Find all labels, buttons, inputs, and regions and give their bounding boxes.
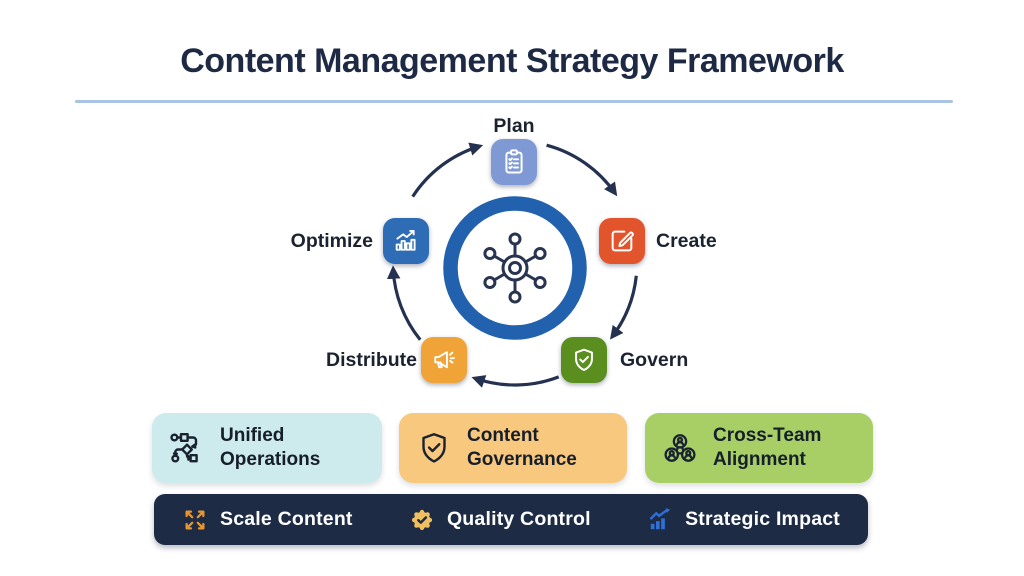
hub-network-icon — [483, 232, 547, 304]
cycle-arrows — [386, 142, 638, 388]
edit-pencil-icon — [611, 230, 634, 252]
footer-label: Strategic Impact — [685, 508, 840, 530]
arrow-distribute-to-optimize — [386, 265, 422, 341]
cycle-label-optimize: Optimize — [290, 230, 373, 252]
shield-check-icon — [575, 348, 593, 372]
center-ring — [443, 196, 587, 340]
footer-item-quality-control: Quality Control — [409, 507, 591, 533]
arrow-govern-to-distribute — [471, 375, 560, 388]
arrow-optimize-to-plan — [411, 142, 484, 198]
card-cross-team-alignment: Cross-Team Alignment — [645, 413, 873, 483]
cycle-label-govern: Govern — [620, 349, 689, 371]
badge-check-icon — [411, 509, 433, 530]
cycle-node-create — [599, 218, 645, 264]
card-label: Unified Operations — [220, 425, 321, 470]
cycle-label-create: Create — [656, 230, 717, 252]
cycle-node-plan — [491, 139, 537, 185]
bar-chart-arrow-icon — [650, 507, 671, 529]
card-content-governance: Content Governance — [399, 413, 627, 483]
card-label: Cross-Team Alignment — [713, 425, 822, 470]
footer-bar: Scale Content Quality Control — [154, 494, 868, 545]
cycle-node-govern — [561, 337, 607, 383]
cycle-node-distribute — [421, 337, 467, 383]
footer-item-scale-content: Scale Content — [182, 507, 353, 533]
page-title: Content Management Strategy Framework — [180, 42, 844, 80]
team-network-icon — [664, 434, 696, 462]
arrow-plan-to-create — [546, 143, 618, 197]
cycle-label-distribute: Distribute — [325, 349, 417, 371]
chart-growth-icon — [395, 230, 416, 251]
card-label: Content Governance — [467, 425, 577, 470]
expand-arrows-icon — [185, 510, 205, 529]
footer-item-strategic-impact: Strategic Impact — [647, 507, 840, 533]
card-unified-operations: Unified Operations — [152, 413, 382, 483]
cycle-node-optimize — [383, 218, 429, 264]
workflow-icon — [170, 432, 198, 463]
shield-check-outline-icon — [422, 433, 446, 463]
footer-label: Scale Content — [220, 508, 353, 530]
title-divider — [75, 100, 953, 103]
clipboard-checklist-icon — [505, 149, 523, 174]
arrow-create-to-govern — [609, 275, 638, 340]
cycle-label-plan: Plan — [493, 115, 535, 137]
megaphone-icon — [434, 351, 455, 369]
footer-label: Quality Control — [446, 508, 591, 530]
